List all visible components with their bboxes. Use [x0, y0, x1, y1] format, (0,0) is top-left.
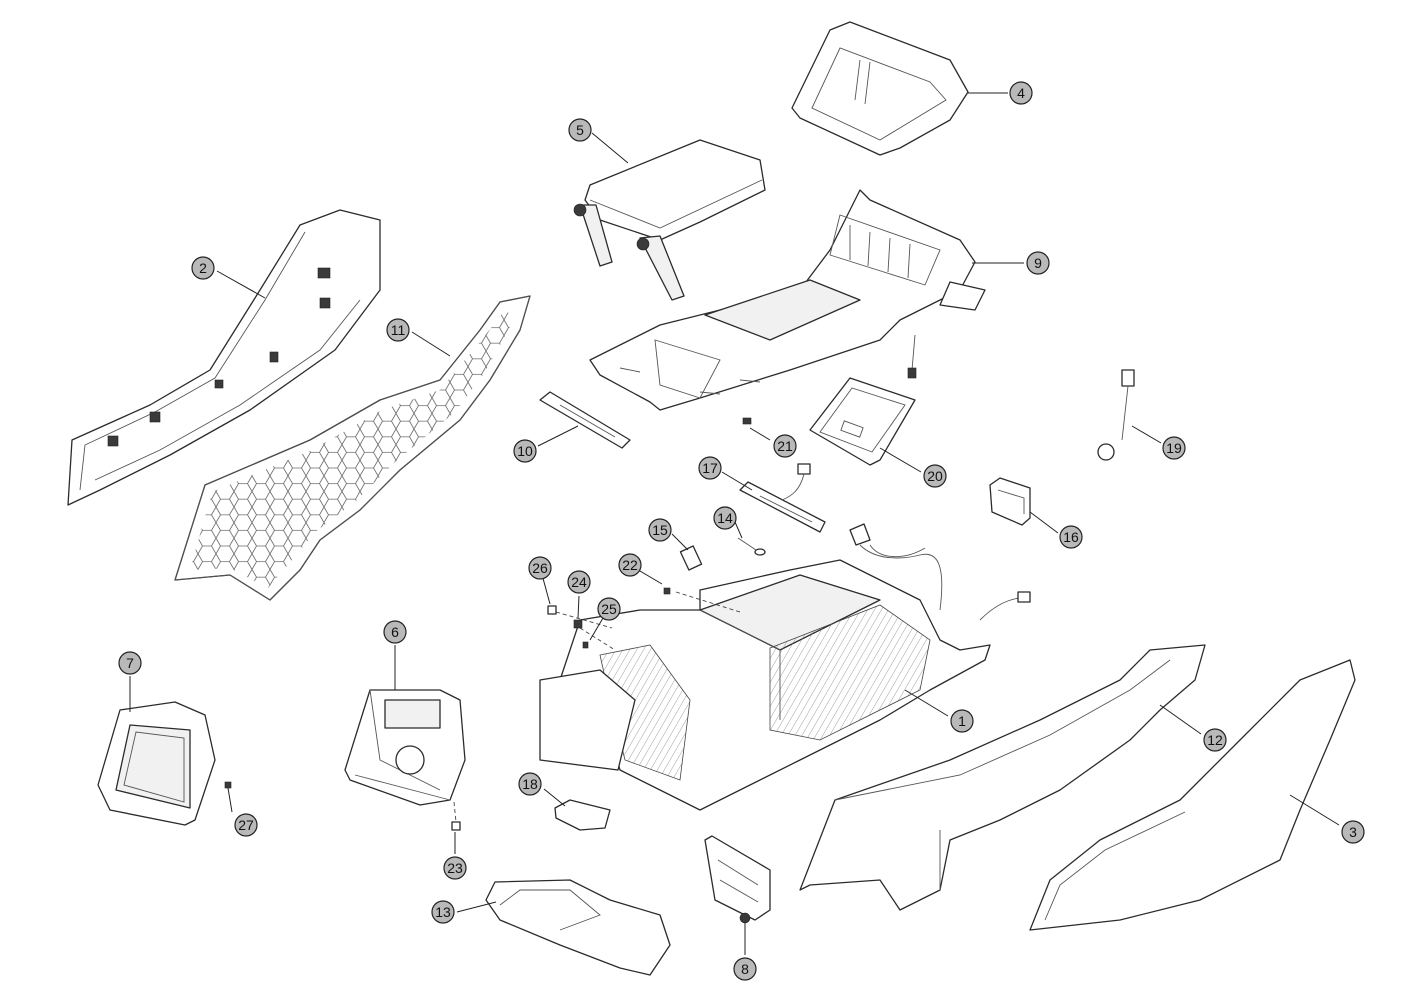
part-18-bracket: [554, 799, 611, 831]
svg-text:6: 6: [391, 624, 399, 640]
callout-4: 4: [1009, 81, 1033, 105]
svg-text:5: 5: [576, 122, 584, 138]
callout-19: 19: [1162, 436, 1186, 460]
callout-16: 16: [1059, 525, 1083, 549]
svg-text:27: 27: [238, 817, 254, 833]
callout-11: 11: [386, 318, 410, 342]
svg-text:19: 19: [1166, 440, 1182, 456]
callout-18: 18: [518, 772, 542, 796]
part-16-control-unit: [989, 477, 1031, 526]
svg-text:16: 16: [1063, 529, 1079, 545]
svg-text:17: 17: [702, 460, 718, 476]
part-17-switch-panel: [739, 463, 826, 533]
callout-17: 17: [698, 456, 722, 480]
part-23-clip: [451, 821, 461, 831]
part-20-module: [809, 377, 916, 466]
callouts: 1 2 3 4 5 6 7 8 9 10 11 12 13 14 15 16 1…: [118, 81, 1365, 981]
part-5-armrest-lid: [573, 139, 766, 301]
svg-text:25: 25: [601, 601, 617, 617]
callout-1: 1: [950, 709, 974, 733]
callout-8: 8: [733, 957, 757, 981]
svg-text:22: 22: [622, 557, 638, 573]
callout-3: 3: [1341, 820, 1365, 844]
callout-26: 26: [528, 556, 552, 580]
svg-text:3: 3: [1349, 824, 1357, 840]
svg-text:9: 9: [1034, 255, 1042, 271]
svg-text:4: 4: [1017, 85, 1025, 101]
part-27-screw: [224, 781, 232, 789]
svg-text:15: 15: [652, 522, 668, 538]
part-12-right-side-trim: [799, 644, 1206, 911]
part-2-left-side-trim: [67, 209, 381, 506]
callout-12: 12: [1203, 728, 1227, 752]
svg-text:7: 7: [126, 655, 134, 671]
callout-25: 25: [597, 597, 621, 621]
callout-5: 5: [568, 118, 592, 142]
callout-2: 2: [191, 256, 215, 280]
svg-text:23: 23: [447, 860, 463, 876]
callout-22: 22: [618, 553, 642, 577]
callout-27: 27: [234, 813, 258, 837]
part-10-bracket: [539, 391, 631, 449]
leader-lines: [129, 92, 1340, 955]
svg-text:24: 24: [571, 574, 587, 590]
callout-9: 9: [1026, 251, 1050, 275]
callout-23: 23: [443, 856, 467, 880]
svg-text:21: 21: [777, 438, 793, 454]
svg-text:20: 20: [927, 468, 943, 484]
svg-text:14: 14: [717, 510, 733, 526]
callout-10: 10: [513, 439, 537, 463]
part-24-nut: [573, 619, 583, 629]
svg-text:26: 26: [532, 560, 548, 576]
part-11-left-mesh-panel: [174, 295, 531, 601]
svg-text:2: 2: [199, 260, 207, 276]
part-21-fastener: [742, 417, 752, 425]
part-22-screw: [663, 587, 671, 595]
part-1-console-carrier: [539, 523, 1031, 811]
part-4-top-trim: [791, 21, 969, 156]
svg-text:13: 13: [435, 904, 451, 920]
svg-text:1: 1: [958, 713, 966, 729]
svg-text:18: 18: [522, 776, 538, 792]
part-15-connector: [679, 545, 703, 571]
assembly-lines: [453, 591, 741, 823]
callout-24: 24: [567, 570, 591, 594]
callout-15: 15: [648, 518, 672, 542]
callout-7: 7: [118, 651, 142, 675]
part-13-rear-lower-trim: [485, 879, 671, 976]
svg-text:8: 8: [741, 961, 749, 977]
part-19-sensor: [1097, 369, 1135, 461]
part-3-right-outer-panel: [1029, 659, 1356, 931]
svg-text:11: 11: [391, 322, 406, 338]
part-7-rear-bezel: [97, 701, 216, 826]
part-26-screw: [547, 605, 557, 615]
part-6-selector-mechanism: [344, 689, 466, 806]
part-14-fitting: [737, 537, 766, 556]
svg-text:12: 12: [1207, 732, 1223, 748]
callout-13: 13: [431, 900, 455, 924]
part-8-rear-panel: [704, 835, 771, 924]
callout-20: 20: [923, 464, 947, 488]
callout-21: 21: [773, 434, 797, 458]
svg-text:10: 10: [517, 443, 533, 459]
part-25-clip: [582, 641, 589, 649]
callout-14: 14: [713, 506, 737, 530]
callout-6: 6: [383, 620, 407, 644]
part-9-upper-console-bezel: [589, 189, 986, 411]
